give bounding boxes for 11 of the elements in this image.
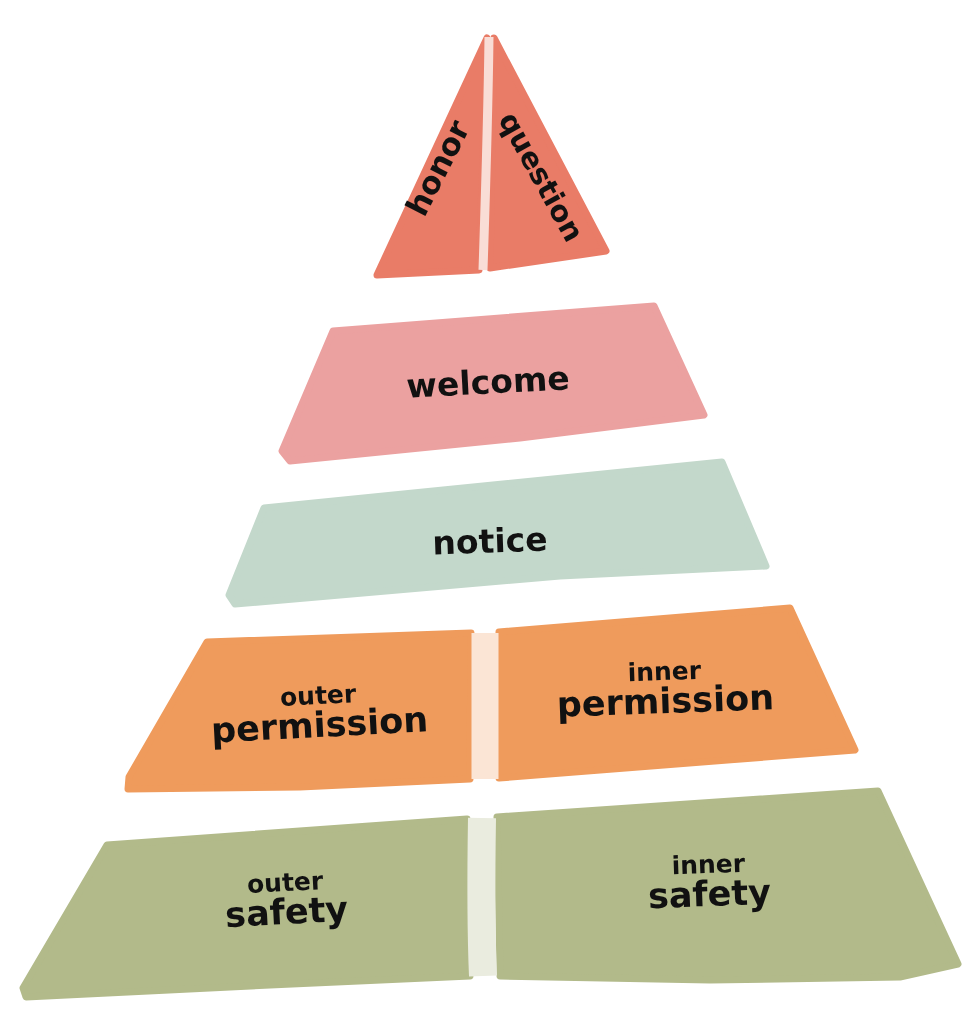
- tier-label: welcome: [405, 361, 571, 403]
- pyramid-tier: [486, 34, 610, 272]
- tier-label: permission: [556, 680, 775, 723]
- pyramid-tier: [124, 629, 475, 793]
- pyramid-tier: [19, 815, 474, 1001]
- pyramid-tier: [225, 458, 770, 608]
- pyramid-tier: [373, 34, 491, 279]
- tier-label: notice: [431, 522, 549, 560]
- pyramid-tier: [493, 787, 962, 984]
- pyramid-tier: [278, 302, 708, 465]
- pyramid-tier: [495, 604, 859, 782]
